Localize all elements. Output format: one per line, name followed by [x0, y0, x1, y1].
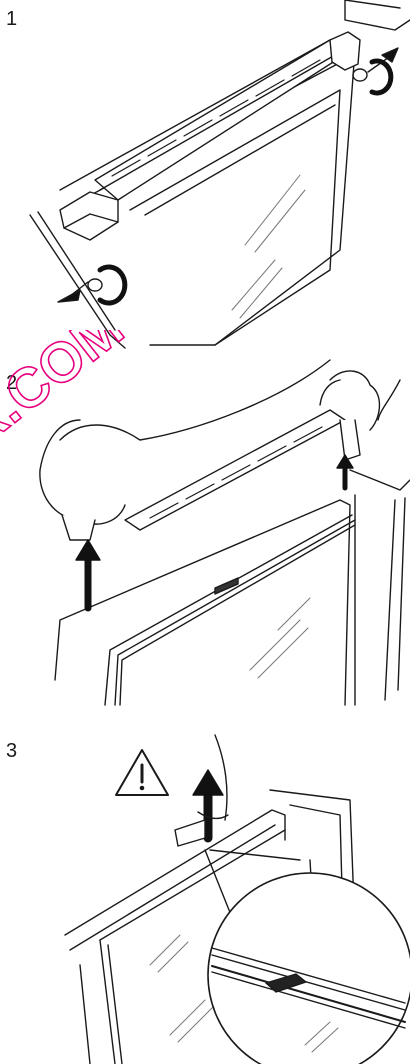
- step2-illustration: [40, 360, 410, 705]
- step1-illustration: [30, 0, 410, 348]
- rotate-arrow-icon: [100, 267, 125, 303]
- step3-illustration: [65, 735, 410, 1064]
- magnifier-circle: [208, 873, 410, 1064]
- up-arrow-icon: [76, 540, 100, 560]
- out-arrow-icon: [58, 290, 80, 302]
- rotate-arrow-icon: [372, 61, 391, 93]
- up-arrow-icon: [193, 770, 223, 795]
- warning-triangle-icon: [116, 750, 168, 795]
